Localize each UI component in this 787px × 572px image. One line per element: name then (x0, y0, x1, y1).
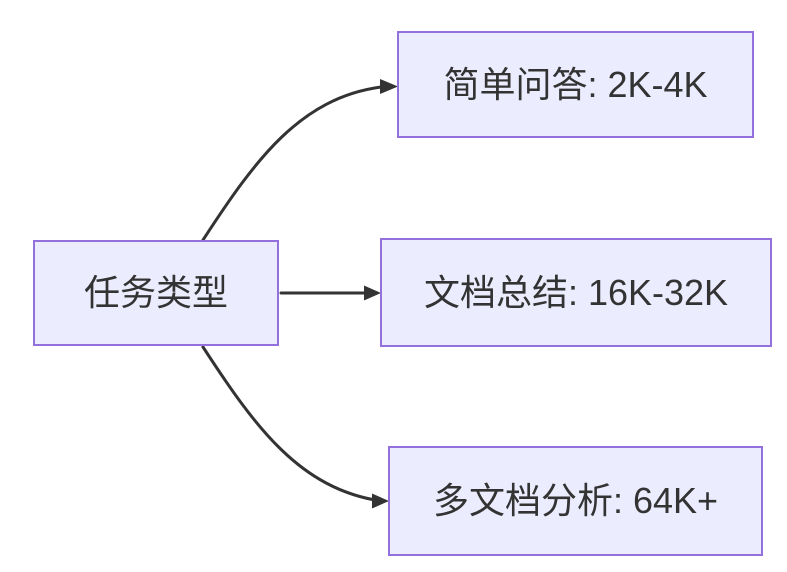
node-multi-doc-analysis: 多文档分析: 64K+ (388, 446, 763, 556)
node-simple-qa: 简单问答: 2K-4K (397, 31, 754, 138)
arrowhead-doc-summary-icon (364, 285, 381, 301)
arrowhead-simple-qa-icon (380, 79, 398, 94)
arrowhead-multi-doc-icon (372, 493, 389, 509)
node-task-type: 任务类型 (33, 240, 279, 346)
node-doc-summary: 文档总结: 16K-32K (380, 238, 772, 347)
edge-task-to-multi-doc (201, 345, 383, 503)
edge-task-to-simple-qa (201, 85, 383, 242)
